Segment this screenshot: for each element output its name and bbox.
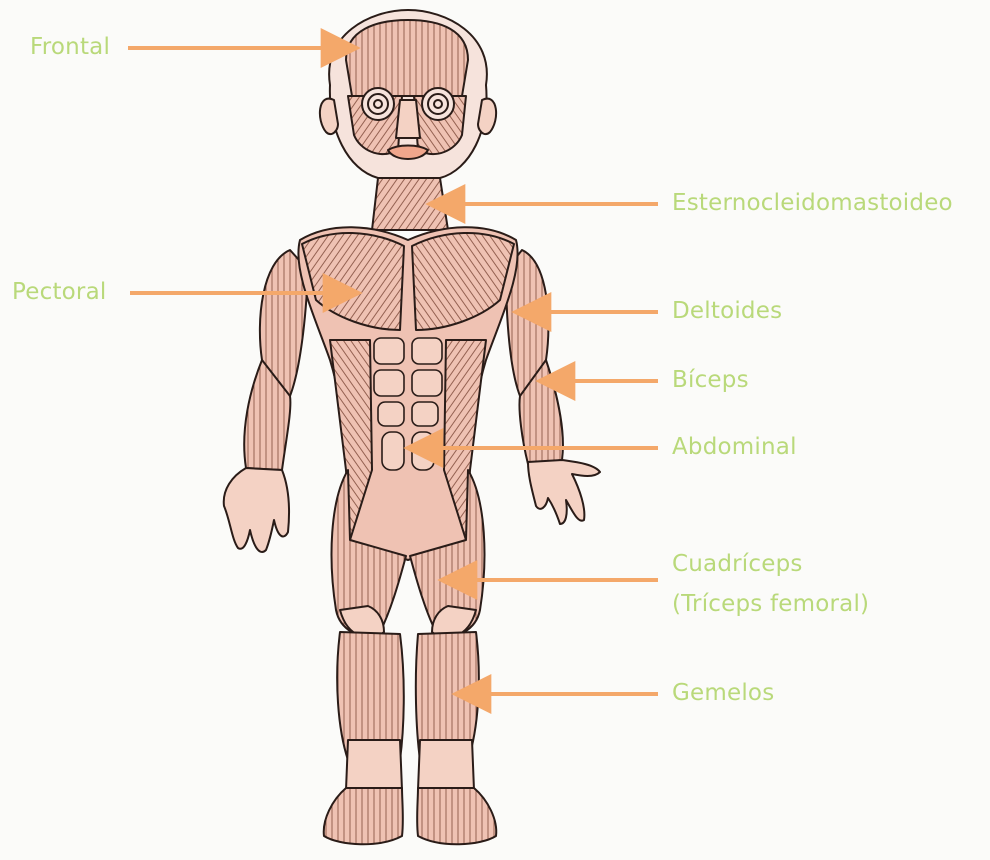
right-eye [422,88,454,120]
left-ankle [346,740,402,790]
label-pectoral: Pectoral [12,279,106,305]
left-ear [320,99,338,135]
right-ear [478,99,496,135]
left-eye [362,88,394,120]
right-ankle [418,740,474,790]
label-cuadriceps: Cuadríceps [672,551,803,577]
right-hand [528,460,600,524]
label-deltoides: Deltoides [672,298,782,324]
left-foot [324,788,403,844]
body-outline [224,10,600,844]
left-hand [224,468,289,552]
frontal-muscle [346,20,468,96]
nose [396,100,420,138]
label-abdominal: Abdominal [672,434,797,460]
label-frontal: Frontal [30,34,110,60]
label-esternocleidomastoideo: Esternocleidomastoideo [672,190,953,216]
label-cuadriceps-alt: (Tríceps femoral) [672,591,869,617]
label-gemelos: Gemelos [672,680,774,706]
right-foot [417,788,496,844]
label-biceps: Bíceps [672,367,749,393]
